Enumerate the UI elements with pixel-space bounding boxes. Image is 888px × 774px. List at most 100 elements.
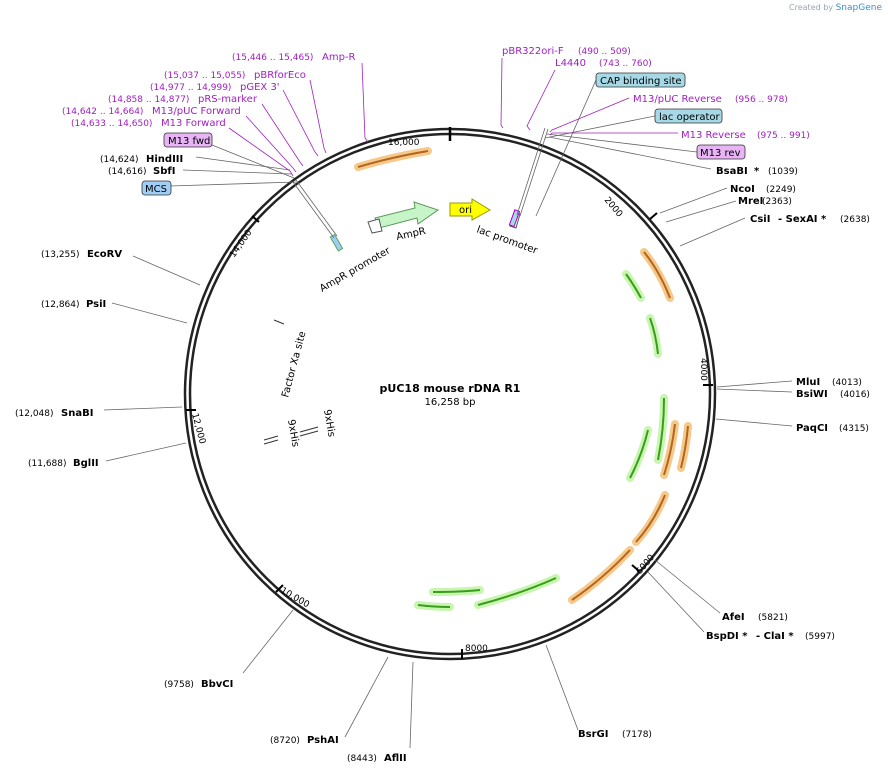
primer-pos: (15,037 .. 15,055) bbox=[164, 71, 245, 81]
leader bbox=[211, 144, 295, 179]
site-name: BsiWI bbox=[796, 389, 828, 400]
box-lac-operator: lac operator bbox=[654, 108, 723, 124]
leader bbox=[716, 388, 793, 393]
tick-label: 4000 bbox=[698, 358, 708, 381]
primer-pbrforeco: (15,037 .. 15,055) pBRforEco bbox=[164, 70, 306, 81]
leader bbox=[647, 571, 705, 633]
site-bsrgi: BsrGI(7178) bbox=[578, 729, 652, 740]
tick-8000: 8000 bbox=[461, 644, 488, 659]
primer-leaders-right bbox=[500, 57, 678, 136]
site-name: AflII bbox=[384, 753, 407, 764]
site-name: CsiI bbox=[750, 214, 770, 225]
site-name: PsiI bbox=[86, 299, 106, 310]
tick-16000: 16,000 bbox=[388, 138, 420, 148]
leader bbox=[169, 181, 297, 187]
primer-m13-reverse: M13 Reverse(975 .. 991) bbox=[681, 130, 810, 141]
his-mark bbox=[299, 430, 319, 437]
site-pos: (12,864) bbox=[41, 300, 80, 310]
leader bbox=[535, 79, 597, 217]
site-pos: (12,048) bbox=[15, 409, 54, 419]
primer-name: M13 Forward bbox=[161, 118, 226, 129]
orf-arc bbox=[643, 251, 671, 299]
leaders-right bbox=[516, 79, 793, 731]
tick-label: 10,000 bbox=[279, 586, 312, 611]
plasmid-name: pUC18 mouse rDNA R1 bbox=[380, 382, 521, 395]
leader bbox=[261, 103, 304, 167]
primer-leaders-left bbox=[228, 62, 369, 177]
site-extra: - ClaI * bbox=[756, 631, 794, 642]
site-paqci: PaqCI(4315) bbox=[796, 423, 869, 434]
orf-arc bbox=[657, 397, 665, 461]
primer-name: M13/pUC Forward bbox=[152, 106, 241, 117]
ampr-label: AmpR bbox=[395, 226, 427, 243]
site-pos: (11,688) bbox=[28, 459, 67, 469]
orf-arc bbox=[663, 423, 676, 476]
ampr-promoter-arrow bbox=[367, 218, 383, 234]
primer-pos: (14,633 .. 14,650) bbox=[71, 119, 152, 129]
site-hindiii: (14,624)HindIII bbox=[100, 154, 183, 165]
site-pos: (8720) bbox=[270, 736, 300, 746]
leader bbox=[245, 115, 297, 173]
site-name: MluI bbox=[796, 377, 820, 388]
primer-name: pBR322ori-F bbox=[502, 46, 564, 57]
primer-name: pBRforEco bbox=[254, 70, 306, 81]
site-pos: (1039) bbox=[768, 167, 798, 177]
site-pos: (2249) bbox=[766, 185, 796, 195]
leader bbox=[195, 156, 291, 171]
box-mcs: MCS bbox=[141, 180, 172, 196]
mcs-mark bbox=[329, 233, 344, 252]
site-name: BsaBI bbox=[716, 166, 748, 177]
ampr-arrow bbox=[374, 201, 440, 229]
primer-name: pRS-marker bbox=[198, 94, 258, 105]
his-mark bbox=[299, 426, 319, 433]
site-name: EcoRV bbox=[87, 249, 122, 260]
snapgene-credit: Created by SnapGene bbox=[789, 3, 882, 13]
site-name: SbfI bbox=[153, 166, 175, 177]
site-name: PshAI bbox=[307, 735, 339, 746]
box-m13fwd: M13 fwd bbox=[163, 132, 213, 148]
primer-amp-r: (15,446 .. 15,465)Amp-R bbox=[232, 52, 356, 63]
lac-promoter-label: lac promoter bbox=[475, 224, 540, 257]
tick-4000: 4000 bbox=[698, 358, 713, 386]
leader bbox=[228, 127, 294, 177]
site-pos: (9758) bbox=[164, 680, 194, 690]
site-name: BsrGI bbox=[578, 729, 608, 740]
primer-m13-forward: (14,633 .. 14,650) M13 Forward bbox=[71, 118, 226, 129]
primer-m13puc-reverse: M13/pUC Reverse(956 .. 978) bbox=[633, 94, 788, 105]
leaders-left bbox=[103, 144, 414, 749]
site-name: BbvCI bbox=[201, 679, 233, 690]
leader bbox=[132, 255, 201, 286]
site-name: PaqCI bbox=[796, 423, 828, 434]
leader bbox=[242, 609, 294, 674]
leader bbox=[716, 380, 793, 388]
leader bbox=[546, 133, 698, 153]
ori-label: ori bbox=[459, 205, 472, 216]
leader bbox=[103, 406, 183, 411]
primer-pos: (14,977 .. 14,999) bbox=[150, 83, 231, 93]
site-pos: (5821) bbox=[758, 613, 788, 623]
orf-arc bbox=[629, 429, 649, 479]
site-pos: (4016) bbox=[840, 390, 870, 400]
leader bbox=[409, 661, 414, 749]
site-pshai: (8720) PshAI bbox=[270, 735, 339, 746]
site-name: AfeI bbox=[722, 612, 745, 623]
leader bbox=[282, 89, 319, 157]
leader bbox=[526, 69, 556, 131]
box-m13rev: M13 rev bbox=[696, 144, 746, 160]
leader bbox=[344, 656, 389, 738]
ampr-promoter-label: AmpR promoter bbox=[318, 245, 393, 295]
orf-arc bbox=[357, 150, 429, 168]
box-label: M13 fwd bbox=[168, 136, 210, 147]
primer-name: L4440 bbox=[555, 58, 586, 69]
site-aflii: (8443)AflII bbox=[347, 753, 407, 764]
site-pos: (2638) bbox=[840, 215, 870, 225]
orf-arc bbox=[640, 248, 674, 302]
his-mark bbox=[263, 439, 279, 445]
orf-arc bbox=[649, 317, 659, 355]
orf-arc bbox=[625, 273, 642, 299]
site-pos: (13,255) bbox=[41, 250, 80, 260]
leader bbox=[679, 217, 746, 247]
his-label-2: 9xHis bbox=[285, 419, 301, 448]
primer-pbr322ori-f: pBR322ori-F(490 .. 509) bbox=[502, 46, 631, 57]
